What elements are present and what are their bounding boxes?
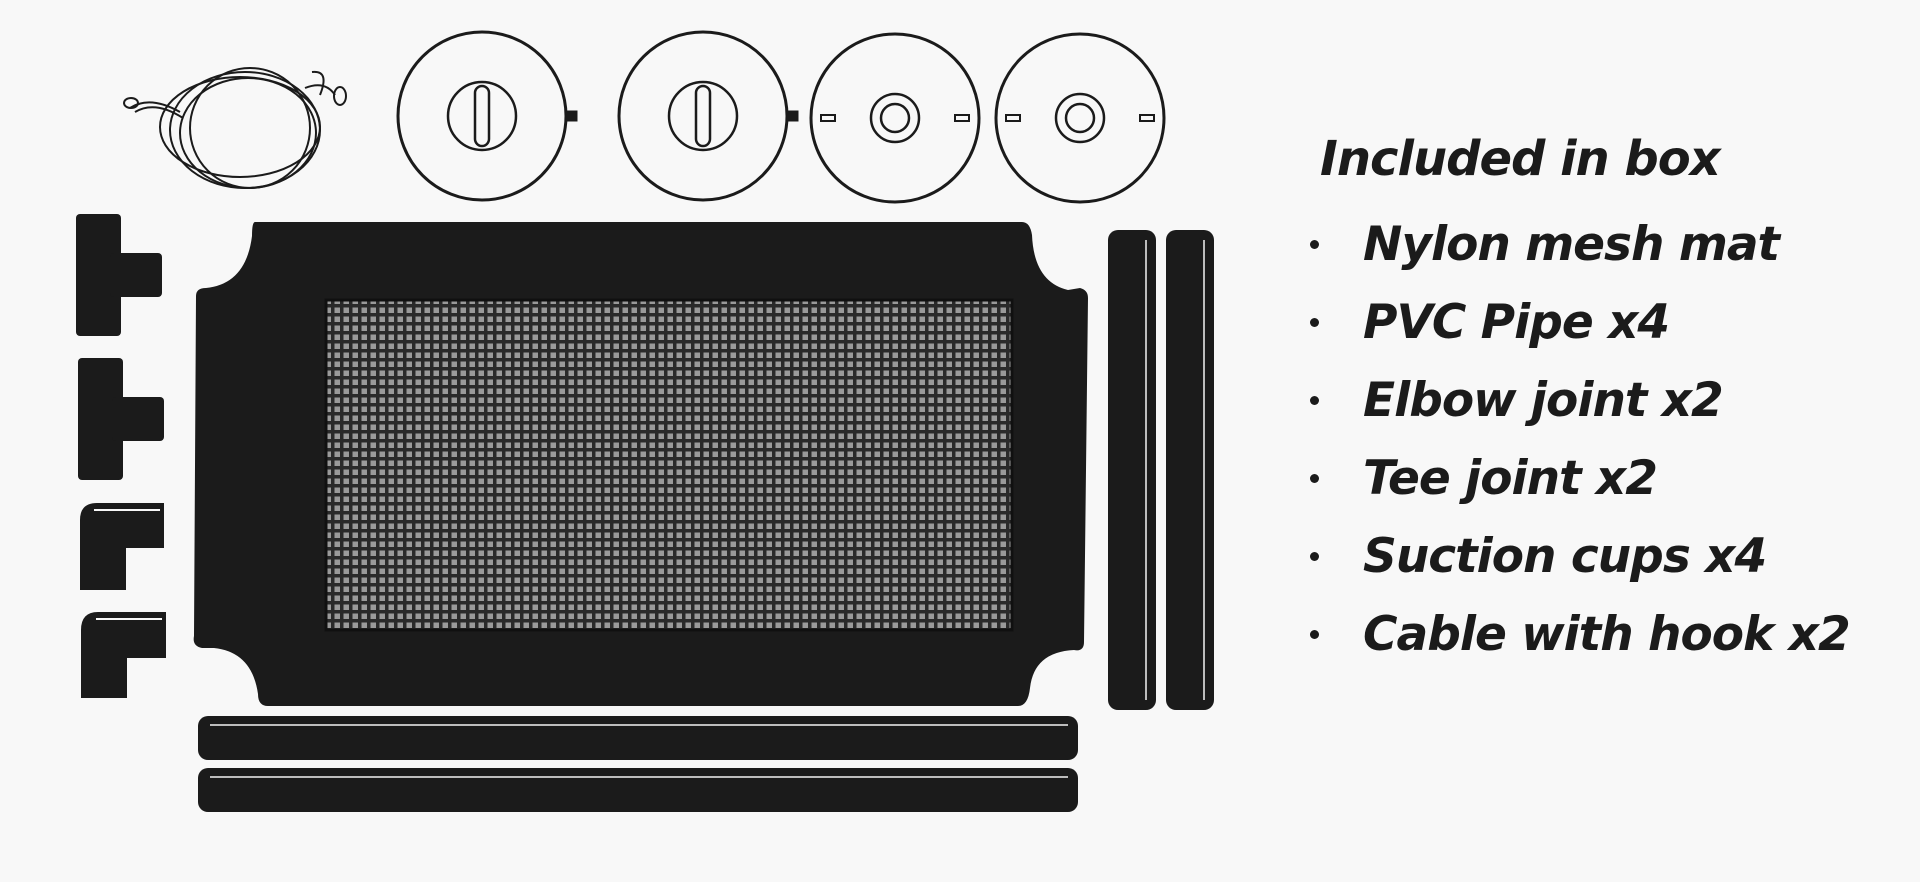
suction-cup-icon (396, 30, 578, 202)
mesh-mat-icon (193, 222, 1088, 706)
list-item: Suction cups x4 (1310, 517, 1870, 595)
item-label: Cable with hook x2 (1363, 606, 1851, 662)
contents-list: Included in box Nylon mesh mat PVC Pipe … (1310, 135, 1870, 673)
list-item: Nylon mesh mat (1310, 205, 1870, 283)
bullet-icon (1310, 473, 1319, 483)
bullet-icon (1310, 629, 1319, 639)
pvc-pipe-icon (1108, 230, 1156, 710)
pvc-pipe-icon (1166, 230, 1214, 710)
bullet-icon (1310, 239, 1319, 249)
elbow-joint-icon (81, 612, 166, 698)
contents-heading: Included in box (1320, 131, 1721, 187)
item-label: Suction cups x4 (1363, 528, 1767, 584)
item-label: Elbow joint x2 (1363, 372, 1724, 428)
contents-items: Nylon mesh mat PVC Pipe x4 Elbow joint x… (1310, 205, 1870, 673)
pvc-pipe-icon (198, 716, 1078, 760)
list-item: Tee joint x2 (1310, 439, 1870, 517)
pvc-pipe-icon (198, 768, 1078, 812)
suction-cup-icon (994, 32, 1166, 204)
cable-with-hook-icon (123, 67, 347, 189)
tee-joint-icon (76, 214, 162, 336)
bullet-icon (1310, 395, 1319, 405)
item-label: Nylon mesh mat (1363, 216, 1780, 272)
list-item: Elbow joint x2 (1310, 361, 1870, 439)
list-item: PVC Pipe x4 (1310, 283, 1870, 361)
suction-cup-icon (617, 30, 799, 202)
tee-joint-icon (78, 358, 164, 480)
item-label: Tee joint x2 (1363, 450, 1658, 506)
item-label: PVC Pipe x4 (1363, 294, 1670, 350)
suction-cup-icon (809, 32, 981, 204)
list-item: Cable with hook x2 (1310, 595, 1870, 673)
bullet-icon (1310, 317, 1319, 327)
elbow-joint-icon (80, 503, 164, 590)
bullet-icon (1310, 551, 1319, 561)
